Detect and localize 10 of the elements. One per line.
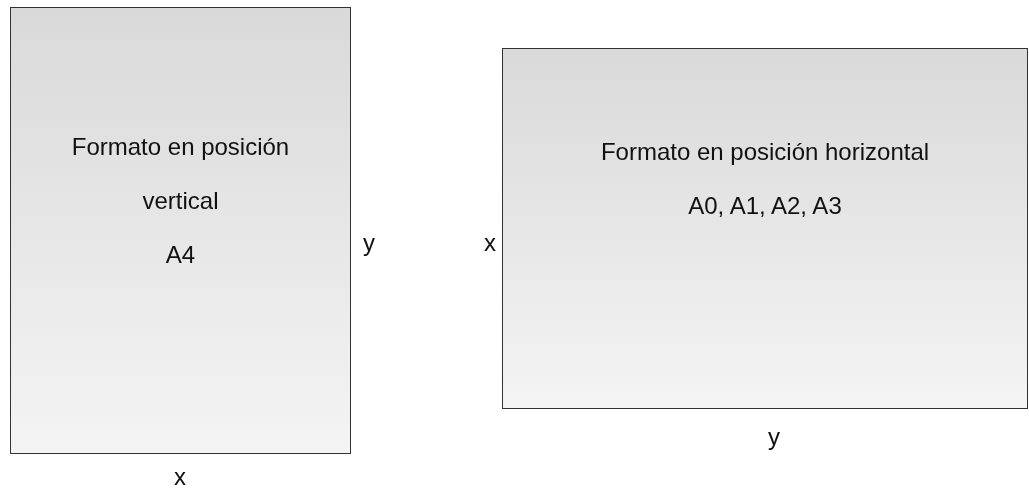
sheet-title: Formato en posición horizontal [600,136,930,167]
format-sheet [10,7,351,454]
sheet-sizes: A4 [165,239,196,270]
dimension-label: x [174,463,186,491]
sheet-sizes: A0, A1, A2, A3 [688,190,842,221]
dimension-label: x [484,229,496,257]
dimension-label: y [768,423,780,451]
format-sheet [502,48,1028,409]
dimension-label: y [363,229,375,257]
sheet-title: Formato en posición vertical [70,131,291,216]
